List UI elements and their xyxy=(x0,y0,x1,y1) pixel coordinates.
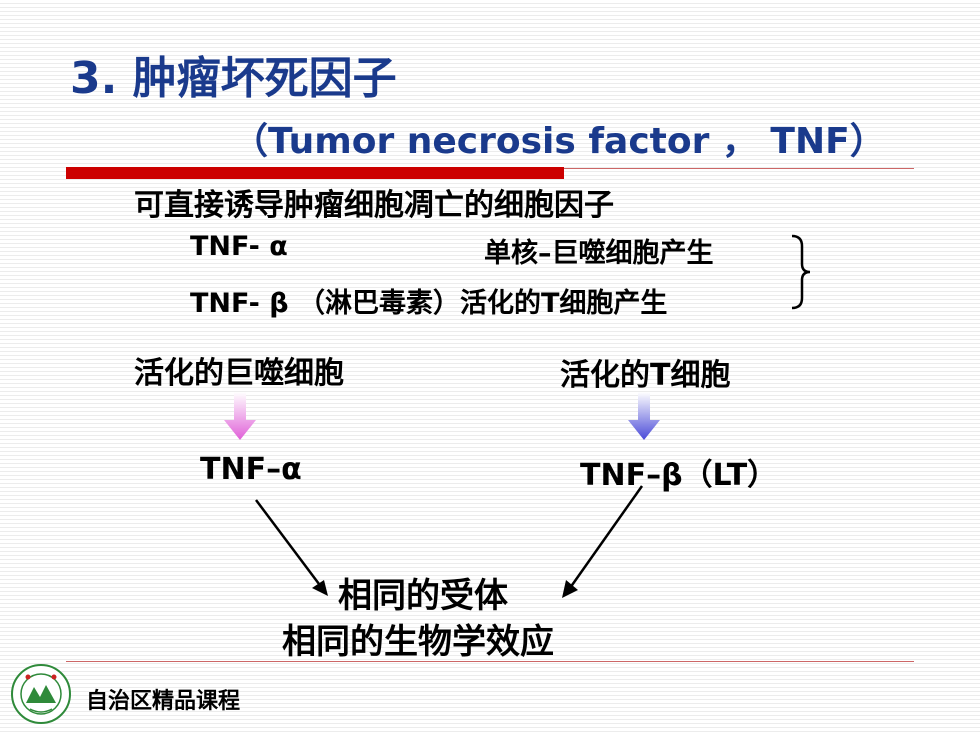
slide-subtitle: （Tumor necrosis factor ， TNF） xyxy=(232,121,886,162)
intro-text: 可直接诱导肿瘤细胞凋亡的细胞因子 xyxy=(134,188,614,223)
receptor-label: 相同的受体 xyxy=(338,576,508,616)
right-brace-icon xyxy=(791,234,811,310)
right-source-label: 活化的T细胞 xyxy=(560,358,731,393)
title-accent-bar xyxy=(66,167,564,179)
effect-label: 相同的生物学效应 xyxy=(282,622,554,662)
title-divider-line xyxy=(564,168,914,169)
footer-course-label: 自治区精品课程 xyxy=(86,689,241,714)
right-result-label: TNF–β（LT） xyxy=(580,458,778,493)
tnf-beta-line: TNF- β （淋巴毒素）活化的T细胞产生 xyxy=(190,288,668,319)
tnf-alpha-source: 单核–巨噬细胞产生 xyxy=(484,238,714,269)
left-source-label: 活化的巨噬细胞 xyxy=(134,356,344,391)
left-convergence-arrow-icon xyxy=(255,499,328,596)
pink-down-arrow-icon xyxy=(224,392,256,440)
footer-divider-line xyxy=(66,661,914,662)
blue-down-arrow-icon xyxy=(628,392,660,440)
university-seal-icon xyxy=(11,664,71,724)
right-convergence-arrow-icon xyxy=(562,485,644,598)
tnf-alpha-name: TNF- α xyxy=(190,231,288,262)
slide-title: 3. 肿瘤坏死因子 xyxy=(70,53,397,104)
left-result-label: TNF–α xyxy=(200,452,302,487)
